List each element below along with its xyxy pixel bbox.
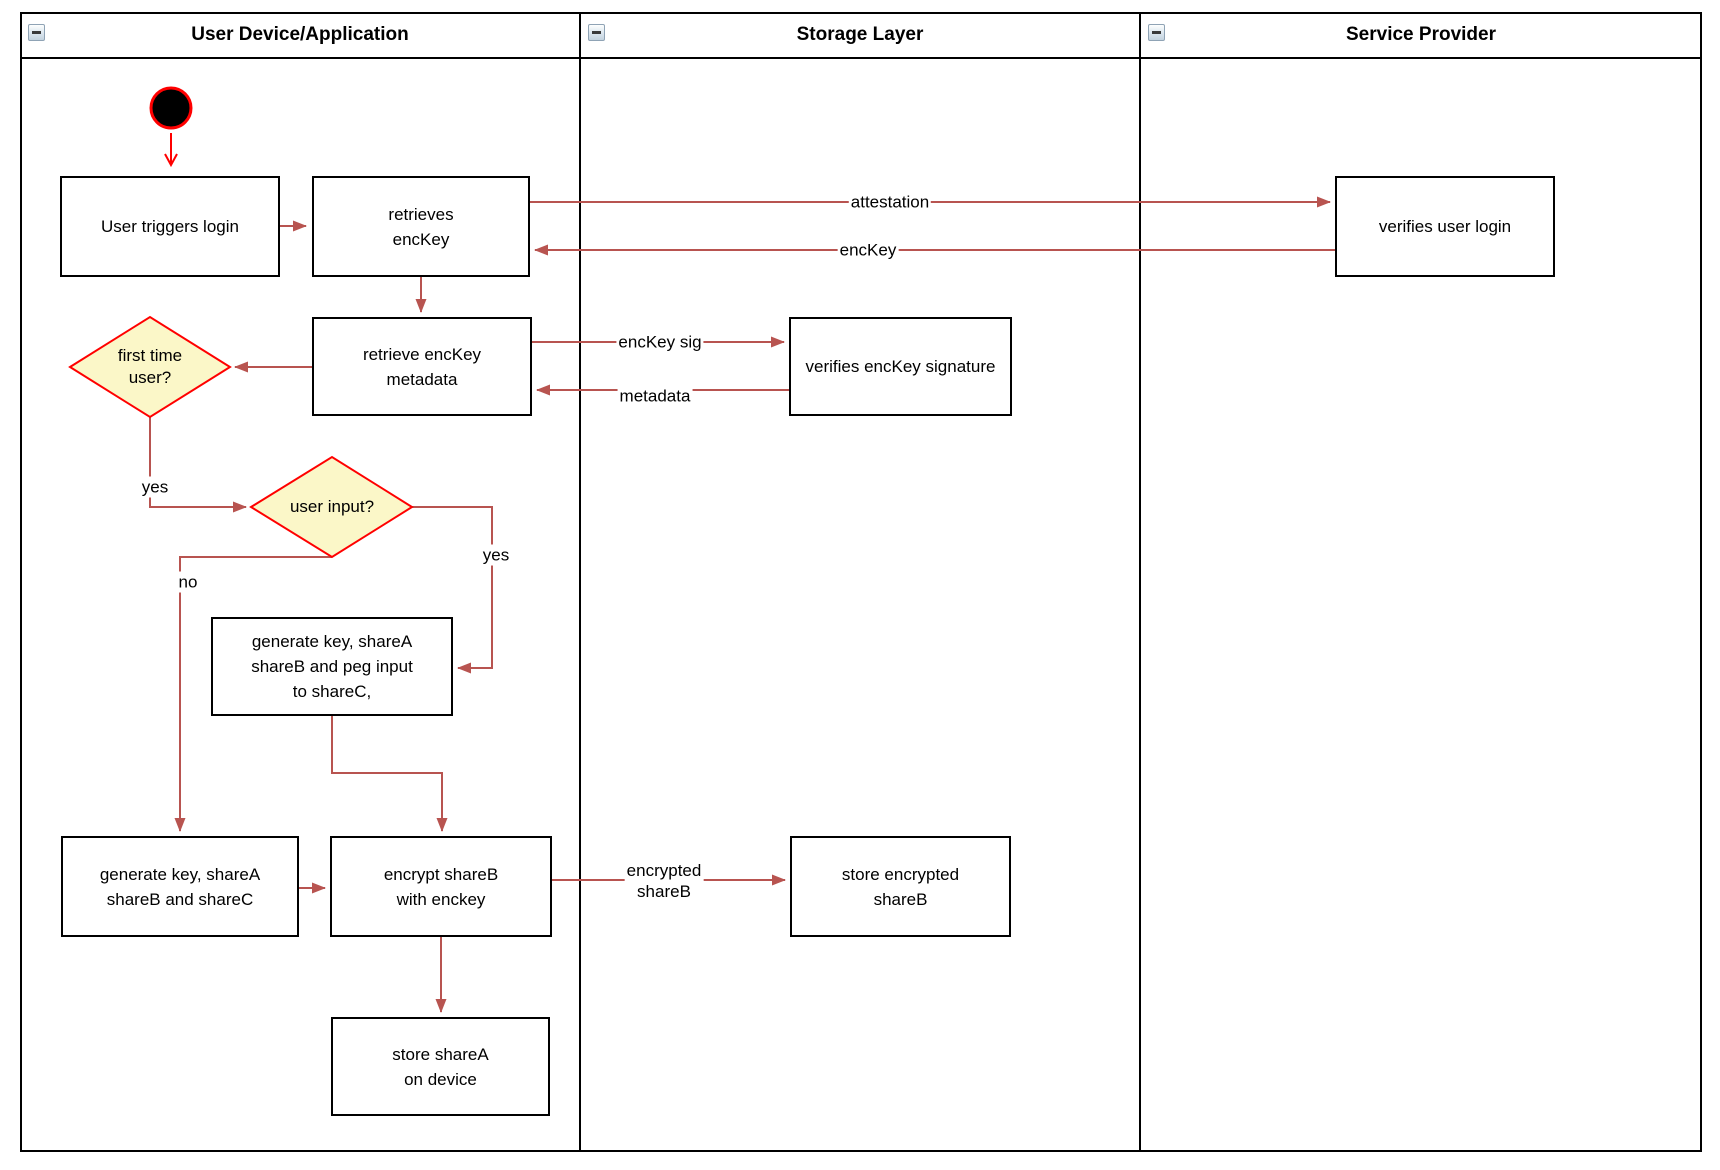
node-retrieve-enckey-metadata: retrieve encKey metadata bbox=[312, 317, 532, 416]
minus-icon bbox=[592, 31, 601, 34]
edge-label-attestation: attestation bbox=[848, 191, 932, 213]
node-label: store shareA on device bbox=[392, 1044, 489, 1089]
lane-header-service-provider: Service Provider bbox=[1140, 12, 1702, 57]
node-retrieves-enckey: retrieves encKey bbox=[312, 176, 530, 277]
decision-label-user-input: user input? bbox=[289, 497, 375, 516]
node-label: encrypt shareB with enckey bbox=[383, 864, 499, 909]
lane-header-user-device: User Device/Application bbox=[20, 12, 580, 57]
node-label: generate key, shareA shareB and shareC bbox=[99, 864, 261, 909]
edge-label-enckey: encKey bbox=[837, 239, 899, 261]
lane-header-storage-layer: Storage Layer bbox=[580, 12, 1140, 57]
lane-title: Service Provider bbox=[1346, 23, 1496, 45]
node-verifies-enckey-signature: verifies encKey signature bbox=[789, 317, 1012, 416]
minus-icon bbox=[1152, 31, 1161, 34]
minus-icon bbox=[32, 31, 41, 34]
node-store-encrypted-shareb: store encrypted shareB bbox=[790, 836, 1011, 937]
node-generate-key-peg-input: generate key, shareA shareB and peg inpu… bbox=[211, 617, 453, 716]
node-label: generate key, shareA shareB and peg inpu… bbox=[251, 632, 413, 701]
lane-title: User Device/Application bbox=[191, 23, 409, 45]
collapse-lane-icon[interactable] bbox=[588, 24, 605, 41]
node-generate-key-shares: generate key, shareA shareB and shareC bbox=[61, 836, 299, 937]
edge-label-metadata: metadata bbox=[617, 385, 693, 407]
collapse-lane-icon[interactable] bbox=[28, 24, 45, 41]
node-encrypt-shareb: encrypt shareB with enckey bbox=[330, 836, 552, 937]
decision-label-first-time-user: first time user? bbox=[117, 346, 183, 387]
lane-divider-1 bbox=[579, 12, 581, 1152]
edge-label-yes-user-input: yes bbox=[480, 544, 512, 566]
node-label: retrieves encKey bbox=[388, 204, 454, 249]
edge-label-enckey-sig: encKey sig bbox=[616, 331, 704, 353]
collapse-lane-icon[interactable] bbox=[1148, 24, 1165, 41]
edge-label-no-user-input: no bbox=[176, 571, 200, 593]
node-label: verifies encKey signature bbox=[805, 357, 996, 376]
node-label: store encrypted shareB bbox=[841, 864, 960, 909]
node-store-sharea: store shareA on device bbox=[331, 1017, 550, 1116]
lane-divider-2 bbox=[1139, 12, 1141, 1152]
node-label: verifies user login bbox=[1378, 217, 1512, 236]
pool-border bbox=[20, 12, 1702, 1152]
edge-label-encrypted-shareb: encrypted shareB bbox=[624, 860, 704, 902]
node-label: User triggers login bbox=[101, 217, 239, 236]
edge-label-yes-first-time: yes bbox=[139, 476, 171, 498]
node-user-triggers-login: User triggers login bbox=[60, 176, 280, 277]
node-label: retrieve encKey metadata bbox=[362, 344, 482, 389]
lane-title: Storage Layer bbox=[796, 23, 924, 45]
header-divider bbox=[20, 57, 1702, 59]
node-verifies-user-login: verifies user login bbox=[1335, 176, 1555, 277]
